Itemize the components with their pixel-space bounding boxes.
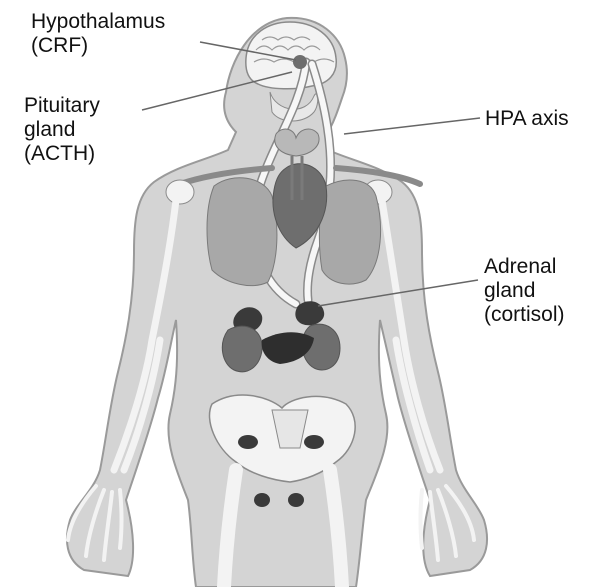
left-kidney (222, 326, 262, 372)
adrenal-label-line1: Adrenal (484, 255, 565, 279)
hypothalamus-spot (293, 55, 307, 69)
right-adrenal-gland (295, 301, 324, 325)
left-hip-hole (238, 435, 258, 449)
hpa-axis-label-text: HPA axis (485, 107, 569, 131)
pituitary-label-line3: (ACTH) (24, 142, 100, 166)
left-shoulder-joint (166, 180, 194, 204)
right-gonad (288, 493, 304, 507)
right-lung (319, 180, 380, 284)
hypothalamus-label: Hypothalamus (CRF) (31, 10, 165, 58)
pituitary-label-line1: Pituitary (24, 94, 100, 118)
pituitary-label-line2: gland (24, 118, 100, 142)
adrenal-label-line2: gland (484, 279, 565, 303)
adrenal-label: Adrenal gland (cortisol) (484, 255, 565, 327)
right-hip-hole (304, 435, 324, 449)
hypothalamus-label-line1: Hypothalamus (31, 10, 165, 34)
hpa-axis-label: HPA axis (485, 107, 569, 131)
hypothalamus-label-line2: (CRF) (31, 34, 165, 58)
pituitary-label: Pituitary gland (ACTH) (24, 94, 100, 166)
left-gonad (254, 493, 270, 507)
skull (246, 22, 336, 89)
hpa-axis-leader-line (344, 118, 480, 134)
adrenal-label-line3: (cortisol) (484, 303, 565, 327)
left-lung (207, 178, 277, 286)
